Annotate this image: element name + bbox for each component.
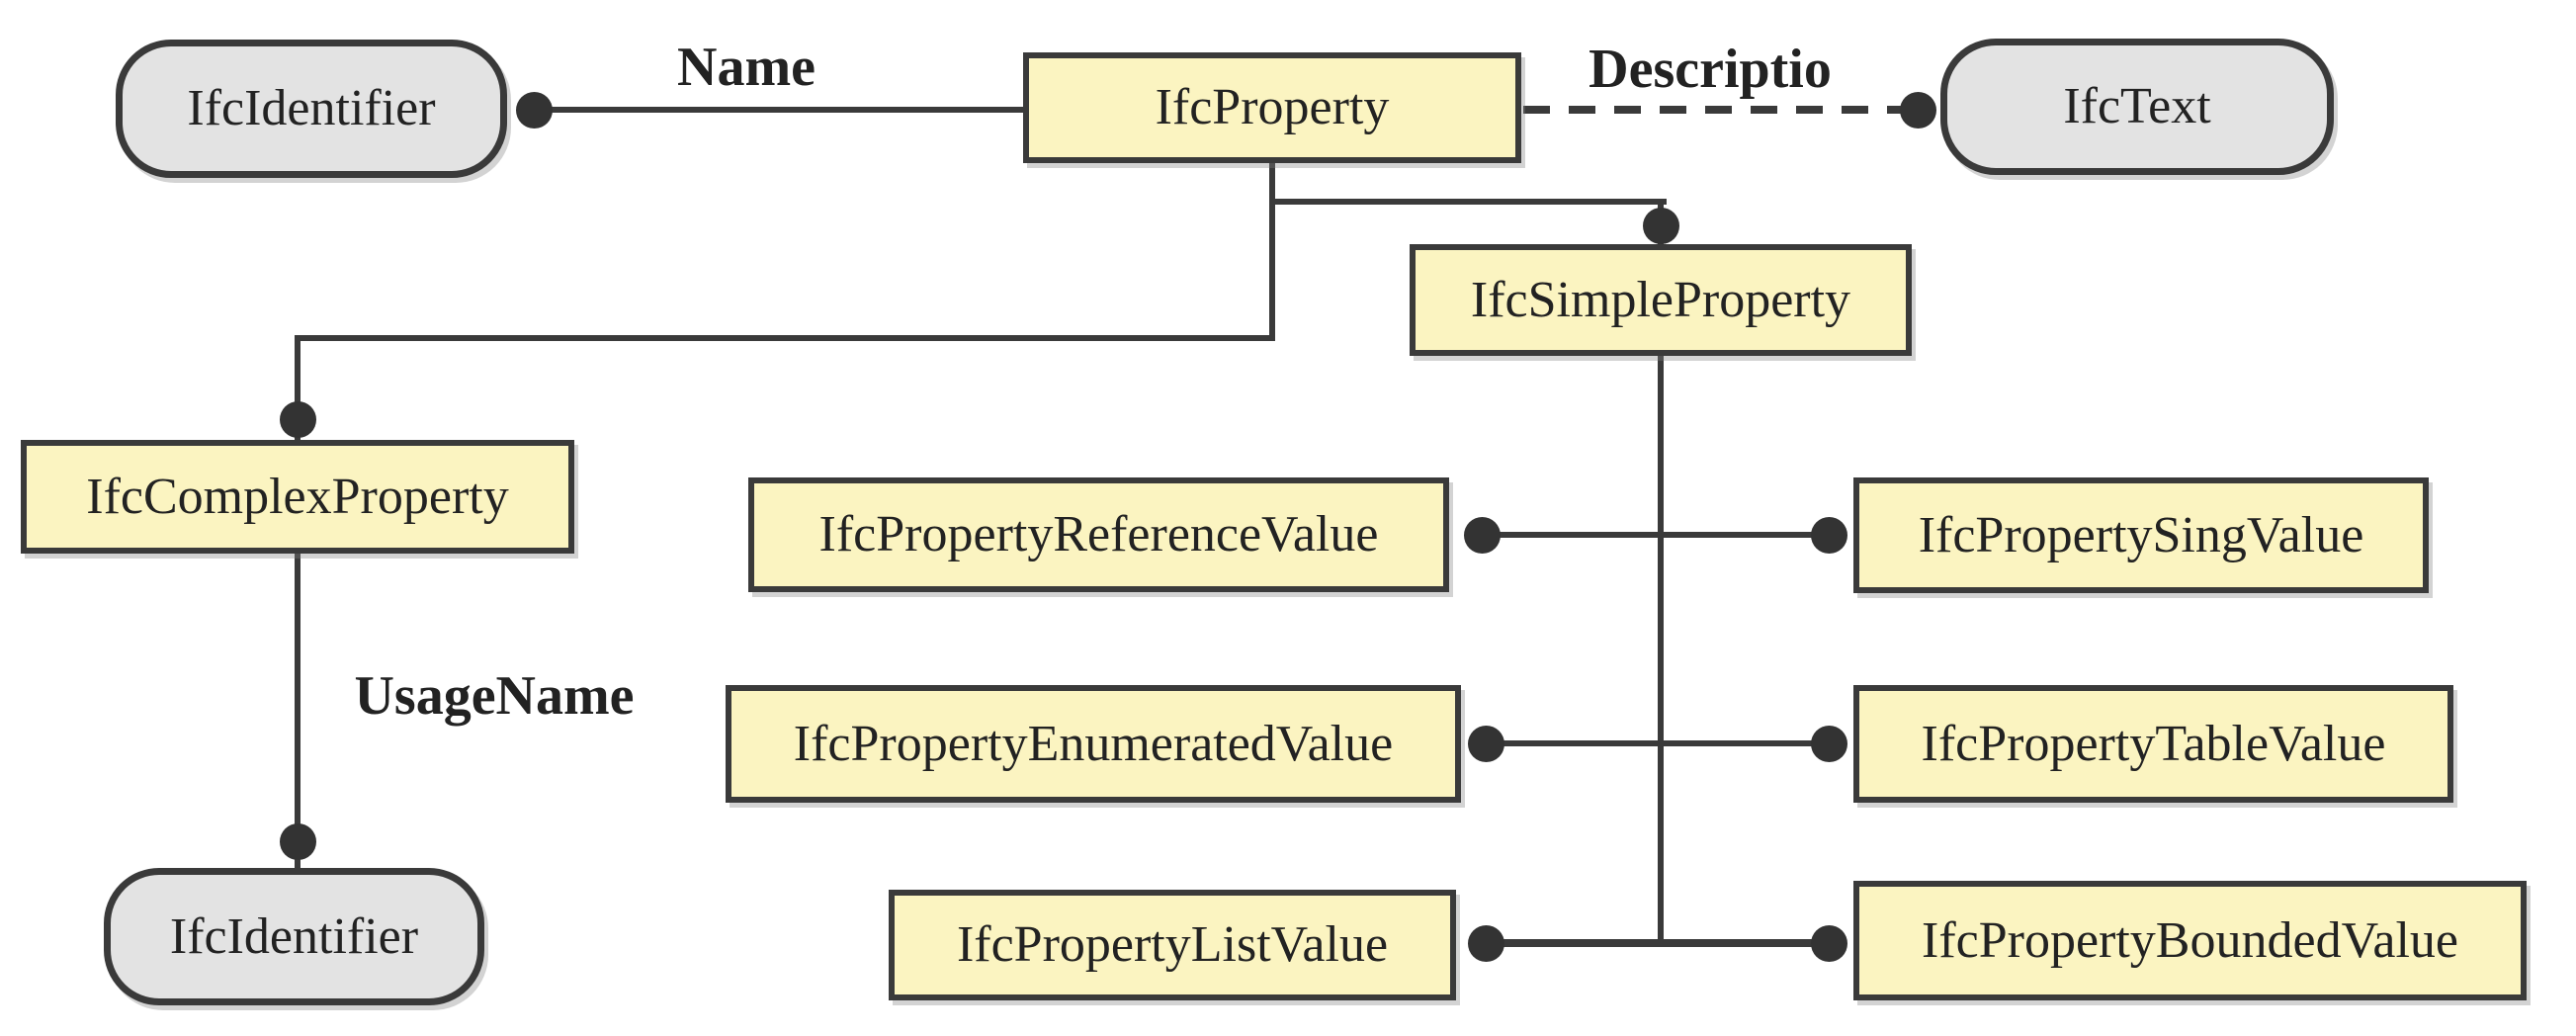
edge-row2-line xyxy=(1486,740,1829,746)
node-label: IfcPropertyReferenceValue xyxy=(818,506,1379,562)
node-ifcpropertyreferencevalue: IfcPropertyReferenceValue xyxy=(748,477,1449,592)
edge-property-to-complex-stub xyxy=(295,335,301,444)
node-ifcpropertysingvalue: IfcPropertySingValue xyxy=(1853,477,2429,593)
edge-usage-name-line xyxy=(295,549,301,870)
edge-label-name: Name xyxy=(677,37,816,98)
node-label: IfcPropertyListValue xyxy=(956,916,1389,973)
edge-row3-line xyxy=(1486,939,1829,947)
node-label: IfcPropertyBoundedValue xyxy=(1922,911,2458,969)
edge-property-to-simple-horizontal xyxy=(1269,199,1667,205)
dot-complex-property xyxy=(280,401,316,438)
node-label: IfcSimpleProperty xyxy=(1470,271,1851,328)
edge-label-description: Descriptio xyxy=(1589,39,1832,100)
node-ifctext: IfcText xyxy=(1940,39,2334,175)
edge-simple-property-spine xyxy=(1658,351,1664,947)
edge-property-stem xyxy=(1269,158,1275,341)
edge-name-line xyxy=(529,107,1023,113)
edge-property-to-complex-horizontal xyxy=(295,335,1275,341)
edge-label-usage-name: UsageName xyxy=(354,665,635,727)
dot-reference-value xyxy=(1464,517,1501,554)
node-ifcpropertyenumeratedvalue: IfcPropertyEnumeratedValue xyxy=(726,685,1461,803)
node-ifcproperty: IfcProperty xyxy=(1023,52,1521,163)
node-ifcidentifier-bottom: IfcIdentifier xyxy=(104,868,484,1005)
dot-list-value xyxy=(1468,925,1504,962)
dot-text xyxy=(1900,92,1936,129)
node-ifcpropertyboundedvalue: IfcPropertyBoundedValue xyxy=(1853,881,2527,1000)
node-label: IfcComplexProperty xyxy=(86,468,509,525)
dot-table-value xyxy=(1811,726,1847,762)
dot-enumerated-value xyxy=(1468,726,1504,762)
edge-description-dashed-line xyxy=(1523,106,1907,114)
node-ifccomplexproperty: IfcComplexProperty xyxy=(21,440,574,554)
node-label: IfcIdentifier xyxy=(187,80,436,136)
dot-sing-value xyxy=(1811,517,1847,554)
dot-bounded-value xyxy=(1811,925,1847,962)
node-label: IfcPropertyTableValue xyxy=(1921,715,2386,772)
dot-simple-property xyxy=(1643,208,1679,244)
node-ifcsimpleproperty: IfcSimpleProperty xyxy=(1410,244,1912,356)
node-ifcpropertytablevalue: IfcPropertyTableValue xyxy=(1853,685,2453,803)
node-label: IfcPropertySingValue xyxy=(1918,506,2364,563)
node-label: IfcText xyxy=(2063,78,2211,134)
edge-row1-line xyxy=(1482,532,1829,538)
dot-identifier-top xyxy=(516,92,553,129)
dot-identifier-bottom xyxy=(280,823,316,860)
node-ifcidentifier-top: IfcIdentifier xyxy=(116,40,507,178)
node-label: IfcProperty xyxy=(1155,79,1390,135)
node-label: IfcIdentifier xyxy=(169,907,419,965)
node-ifcpropertylistvalue: IfcPropertyListValue xyxy=(889,890,1456,1000)
node-label: IfcPropertyEnumeratedValue xyxy=(793,715,1394,772)
